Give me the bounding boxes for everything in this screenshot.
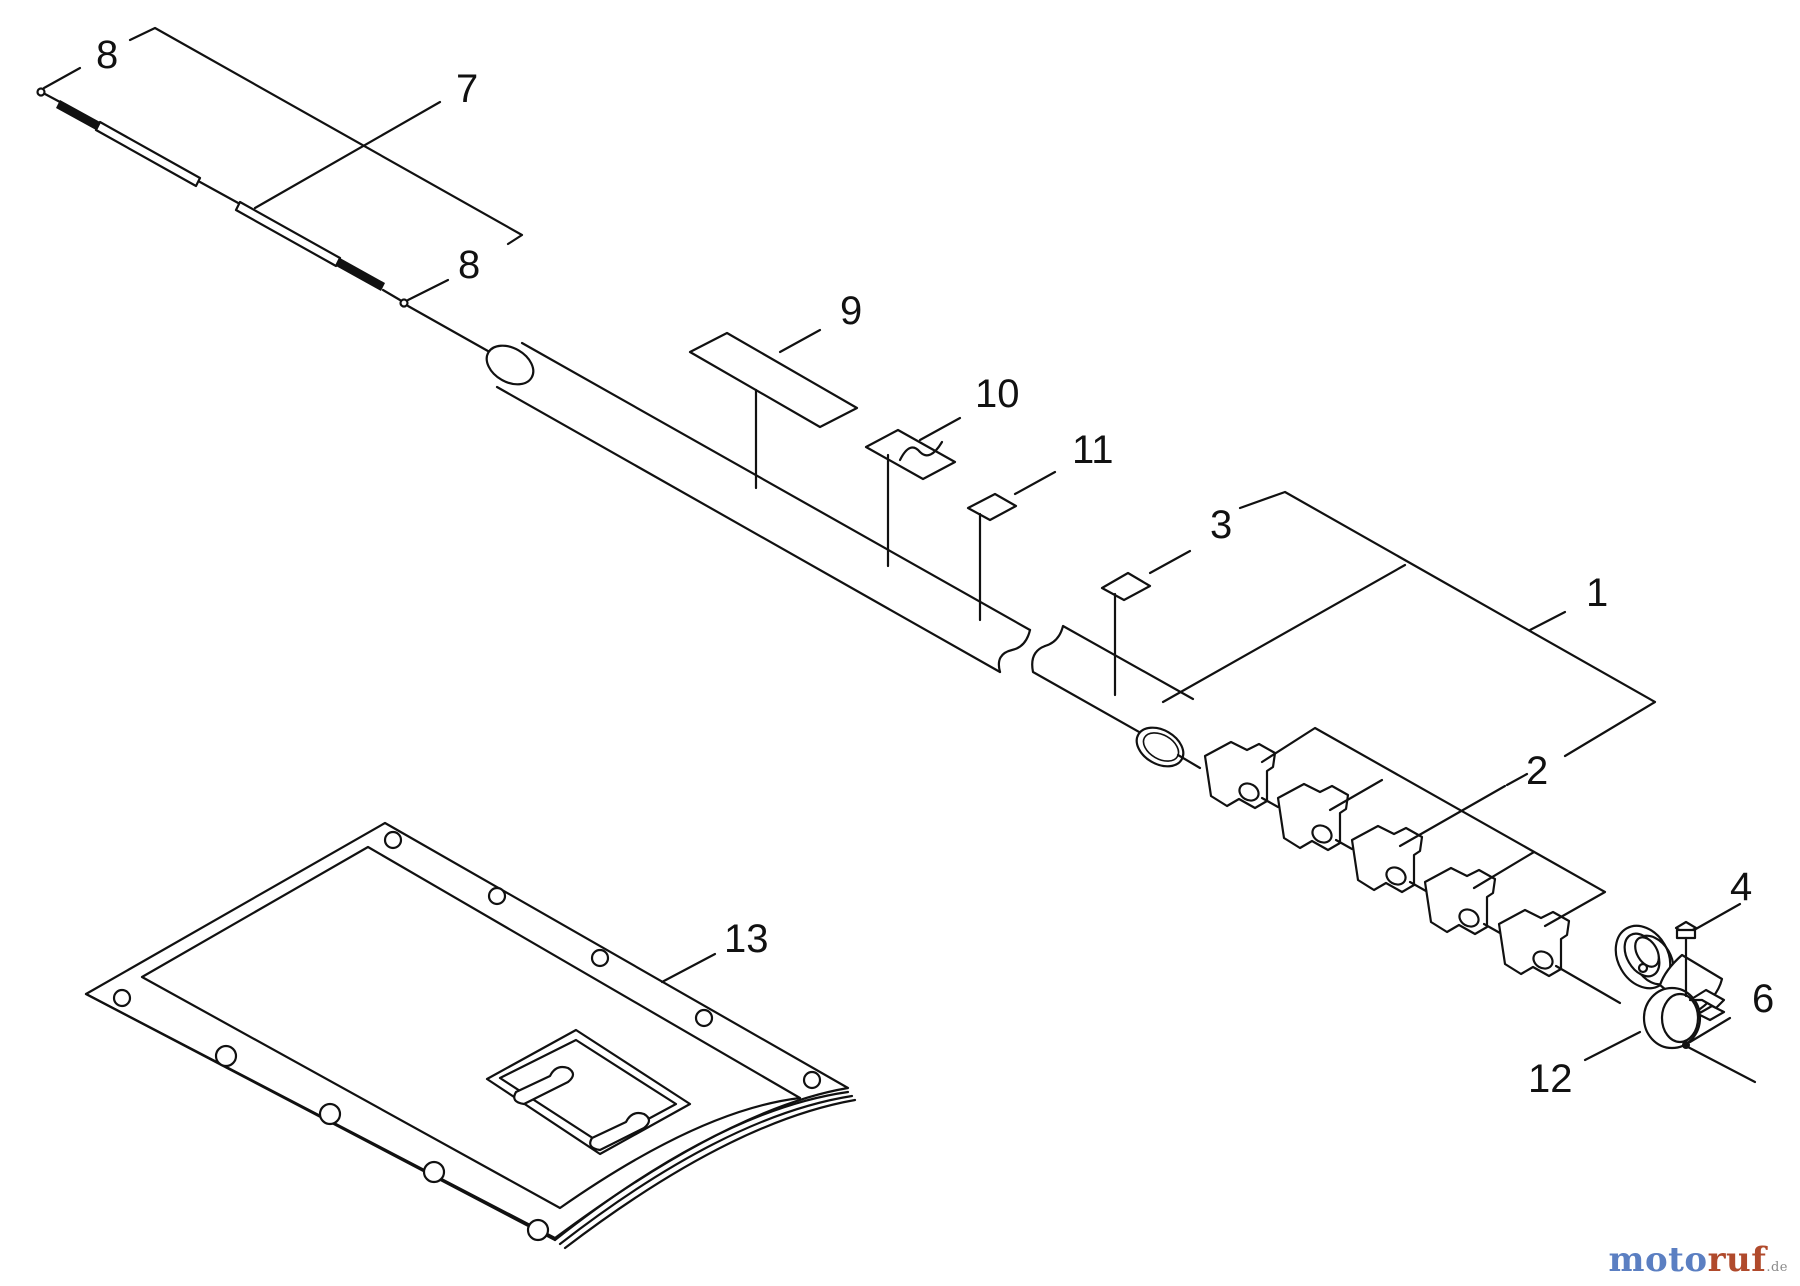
bracket-8	[128, 26, 524, 246]
leader-10-label	[918, 416, 962, 442]
leader-1-inner	[1161, 563, 1407, 704]
part-label-11: 11	[1072, 428, 1114, 472]
part-label-4: 4	[1730, 865, 1752, 909]
part-label-7: 7	[456, 67, 478, 111]
leader-2c	[1472, 850, 1536, 890]
decal-9	[688, 331, 859, 429]
rod-assembly	[36, 87, 409, 308]
part-label-6: 6	[1752, 977, 1774, 1021]
leader-1-label	[1528, 610, 1567, 632]
part-label-1: 1	[1586, 571, 1608, 615]
leader-2-label	[1505, 772, 1529, 787]
motoruf-watermark: motoruf.de	[1609, 1240, 1788, 1280]
decal-3	[1100, 571, 1152, 602]
leader-9-label	[778, 328, 822, 354]
watermark-part-a: moto	[1608, 1240, 1708, 1280]
decal-11	[966, 492, 1018, 522]
leader-8a	[42, 66, 82, 90]
cover-window	[485, 1028, 692, 1156]
leader-11-label	[1013, 470, 1057, 496]
bolt-4	[1674, 902, 1742, 998]
bracket-2	[1260, 726, 1607, 928]
hanger-clamp	[1614, 924, 1726, 1050]
leader-13	[660, 952, 717, 984]
leader-2b	[1398, 784, 1507, 848]
leader-12	[1583, 1030, 1642, 1062]
part-label-8-lower: 8	[458, 243, 480, 287]
nut-6	[1682, 1016, 1757, 1084]
part-label-3: 3	[1210, 503, 1232, 547]
leader-8b	[406, 278, 450, 302]
watermark-part-c: .de	[1766, 1260, 1788, 1275]
decal-10	[864, 428, 957, 481]
leader-7	[253, 100, 442, 210]
lower-tube	[1031, 624, 1202, 770]
upper-tube	[406, 304, 1032, 674]
bracket-1	[1238, 490, 1657, 758]
part-label-13: 13	[724, 917, 769, 961]
protective-cover	[84, 821, 857, 1250]
cover-holes	[112, 830, 822, 1242]
leader-3-label	[1148, 549, 1192, 575]
dampers	[1203, 740, 1622, 1005]
part-label-2: 2	[1526, 749, 1548, 793]
leader-2a	[1328, 778, 1384, 812]
part-label-9: 9	[840, 289, 862, 333]
part-label-10: 10	[975, 372, 1020, 416]
watermark-part-b: ruf	[1707, 1240, 1767, 1280]
part-label-12: 12	[1528, 1057, 1573, 1101]
part-label-8-upper: 8	[96, 33, 118, 77]
